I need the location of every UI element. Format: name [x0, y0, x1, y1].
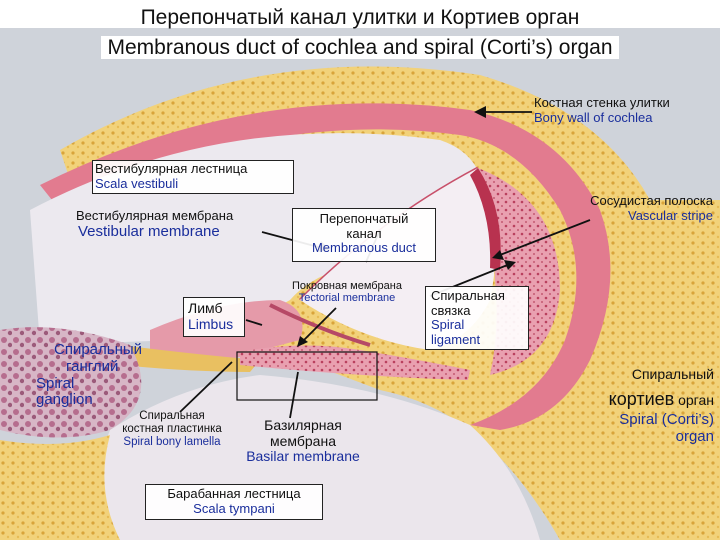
label-basilar-membrane-en: Basilar membrane [246, 448, 360, 465]
label-vestibular-membrane: Вестибулярная мембрана Vestibular membra… [76, 208, 234, 240]
label-spiral-ganglion-ru2: ганглий [66, 357, 119, 375]
pointer-limbus [245, 319, 263, 326]
label-membranous-duct-en: Membranous duct [311, 240, 417, 256]
label-scala-vestibuli-en: Scala vestibuli [95, 175, 179, 191]
label-vascular-stripe-ru: Сосудистая полоска [590, 193, 713, 208]
label-corti-organ-ru1: Спиральный [631, 366, 714, 382]
arrowhead-vascular [492, 250, 504, 260]
label-spiral-ganglion: Спиральный ганглий Spiral ganglion [36, 341, 143, 409]
corti-organ-shape [240, 345, 470, 380]
label-membranous-duct-ru2: канал [346, 225, 382, 241]
tectorial-membrane-shape [269, 303, 371, 347]
label-scala-tympani-en: Scala tympani [193, 500, 275, 516]
label-vascular-stripe-en: Vascular stripe [627, 207, 713, 223]
label-spiral-bony-lamella-en: Spiral bony lamella [123, 435, 221, 448]
label-scala-vestibuli-ru: Вестибулярная лестница [95, 161, 248, 176]
modiolus-bone [0, 435, 120, 540]
label-spiral-ligament-en2: ligament [431, 331, 481, 347]
label-spiral-ligament-en1: Spiral [431, 317, 465, 333]
title-english: Membranous duct of cochlea and spiral (C… [0, 36, 720, 60]
pointer-basilar [289, 371, 299, 419]
title-english-text: Membranous duct of cochlea and spiral (C… [101, 36, 619, 59]
arrowhead-ligament [504, 260, 516, 270]
label-spiral-ganglion-en2: ganglion [36, 391, 93, 409]
label-scala-tympani-ru: Барабанная лестница [167, 486, 301, 501]
pointer-vascular-stripe [499, 219, 591, 256]
pointer-tectorial [301, 307, 337, 343]
pointer-bony-lamella [179, 361, 233, 413]
label-spiral-ganglion-en1: Spiral [36, 374, 75, 392]
label-corti-organ-ru2: кортиев [608, 388, 675, 409]
label-corti-organ-en2: organ [675, 427, 714, 445]
label-spiral-bony-lamella: Спиральная костная пластинка Spiral bony… [106, 410, 238, 449]
bony-lamella-shape [120, 345, 260, 372]
label-membranous-duct: Перепончатый канал Membranous duct [292, 208, 436, 262]
label-tectorial-membrane: Покровная мембрана Tectorial membrane [270, 280, 424, 305]
label-spiral-bony-lamella-ru2: костная пластинка [122, 422, 222, 435]
label-spiral-ligament-ru2: связка [431, 302, 471, 318]
label-corti-organ-ru-line2: кортиев орган [570, 389, 714, 409]
label-corti-organ-ru3: орган [678, 391, 714, 408]
label-spiral-bony-lamella-ru1: Спиральная [139, 410, 205, 422]
label-bony-wall-ru: Костная стенка улитки [534, 95, 670, 110]
title-russian: Перепончатый канал улитки и Кортиев орга… [140, 6, 580, 29]
arrowhead-bony-wall [474, 106, 486, 118]
label-tectorial-membrane-en: Tectorial membrane [298, 292, 396, 305]
periosteum [40, 103, 611, 431]
label-corti-organ-en1: Spiral (Corti’s) [619, 410, 714, 428]
spiral-ganglion-shape [0, 327, 142, 438]
label-corti-organ: Спиральный кортиев орган Spiral (Corti’s… [570, 366, 714, 445]
label-basilar-membrane: Базилярная мембрана Basilar membrane [230, 417, 376, 465]
label-bony-wall: Костная стенка улитки Bony wall of cochl… [534, 95, 670, 125]
label-scala-tympani: Барабанная лестница Scala tympani [145, 484, 323, 520]
label-spiral-ligament: Спиральная связка Spiral ligament [425, 286, 529, 350]
label-spiral-ganglion-ru1: Спиральный [54, 341, 143, 358]
label-scala-vestibuli: Вестибулярная лестница Scala vestibuli [92, 160, 294, 194]
label-bony-wall-en: Bony wall of cochlea [534, 109, 653, 125]
vascular-stripe-shape [470, 168, 501, 270]
label-basilar-membrane-ru2: мембрана [270, 432, 336, 449]
label-vestibular-membrane-ru: Вестибулярная мембрана [76, 208, 234, 223]
label-spiral-ligament-ru1: Спиральная [431, 288, 505, 303]
label-basilar-membrane-ru1: Базилярная [264, 417, 342, 433]
label-limbus-ru: Лимб [188, 300, 223, 316]
arrowhead-tectorial [297, 336, 308, 347]
label-vestibular-membrane-en: Vestibular membrane [78, 222, 220, 240]
label-vascular-stripe: Сосудистая полоска Vascular stripe [560, 193, 713, 223]
label-tectorial-membrane-ru: Покровная мембрана [292, 280, 402, 292]
label-limbus-en: Limbus [188, 315, 234, 332]
label-limbus: Лимб Limbus [183, 297, 245, 337]
label-membranous-duct-ru1: Перепончатый [319, 211, 409, 226]
corti-detail-frame [236, 351, 378, 401]
